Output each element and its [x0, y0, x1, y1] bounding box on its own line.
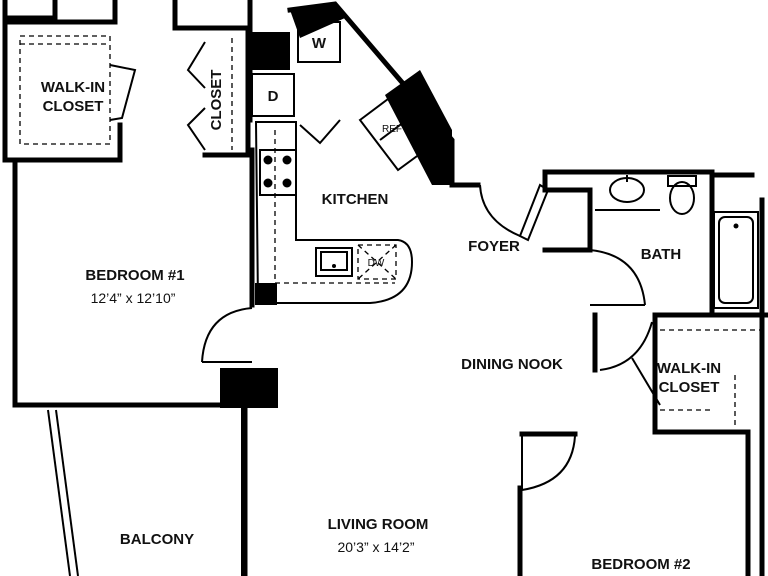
- stove-icon: [259, 149, 297, 196]
- bedroom-1-label: BEDROOM #1: [85, 267, 184, 284]
- sink-icon: [315, 247, 353, 277]
- foyer: FOYER: [468, 183, 550, 255]
- closet-label: CLOSET: [208, 70, 225, 131]
- bath-label: BATH: [641, 246, 682, 263]
- living-room-label: LIVING ROOM: [328, 516, 429, 533]
- kitchen-label: KITCHEN: [322, 191, 389, 208]
- walk-in-closet-1-label-line1: WALK-IN: [41, 79, 105, 96]
- washer-label: W: [312, 35, 327, 52]
- foyer-label: FOYER: [468, 238, 520, 255]
- dryer-label: D: [268, 88, 279, 105]
- walk-in-closet-2-label-line2: CLOSET: [659, 379, 720, 396]
- balcony: BALCONY: [47, 405, 246, 576]
- laundry: W D: [251, 21, 341, 145]
- walk-in-closet-2-label-line1: WALK-IN: [657, 360, 721, 377]
- toilet-icon: [667, 175, 697, 215]
- walk-in-closet-1-label-line2: CLOSET: [43, 98, 104, 115]
- balcony-label: BALCONY: [120, 531, 194, 548]
- kitchen: DW KITCHEN: [254, 121, 414, 304]
- closet: CLOSET: [186, 38, 233, 151]
- bedroom-2-label: BEDROOM #2: [591, 556, 690, 573]
- solid-columns: [220, 2, 452, 408]
- bedroom-1-size: 12’4” x 12’10”: [91, 290, 176, 306]
- refrigerator: REF: [358, 94, 430, 172]
- dining-nook-label: DINING NOOK: [461, 356, 563, 373]
- dishwasher-label: DW: [368, 258, 385, 269]
- bedroom-1: BEDROOM #1 12’4” x 12’10”: [85, 267, 253, 363]
- bath: BATH: [589, 175, 759, 309]
- walk-in-closet-1: WALK-IN CLOSET: [19, 35, 137, 145]
- bathtub-icon: [713, 211, 759, 309]
- living-room: LIVING ROOM 20’3” x 14’2”: [328, 516, 429, 555]
- bath-sink-icon: [609, 175, 645, 203]
- living-room-size: 20’3” x 14’2”: [337, 539, 414, 555]
- dining-nook: DINING NOOK: [461, 356, 563, 373]
- walk-in-closet-2: WALK-IN CLOSET: [599, 321, 760, 425]
- refrigerator-label: REF: [382, 124, 402, 135]
- dishwasher-icon: DW: [357, 244, 397, 280]
- bedroom-2: BEDROOM #2: [521, 435, 691, 573]
